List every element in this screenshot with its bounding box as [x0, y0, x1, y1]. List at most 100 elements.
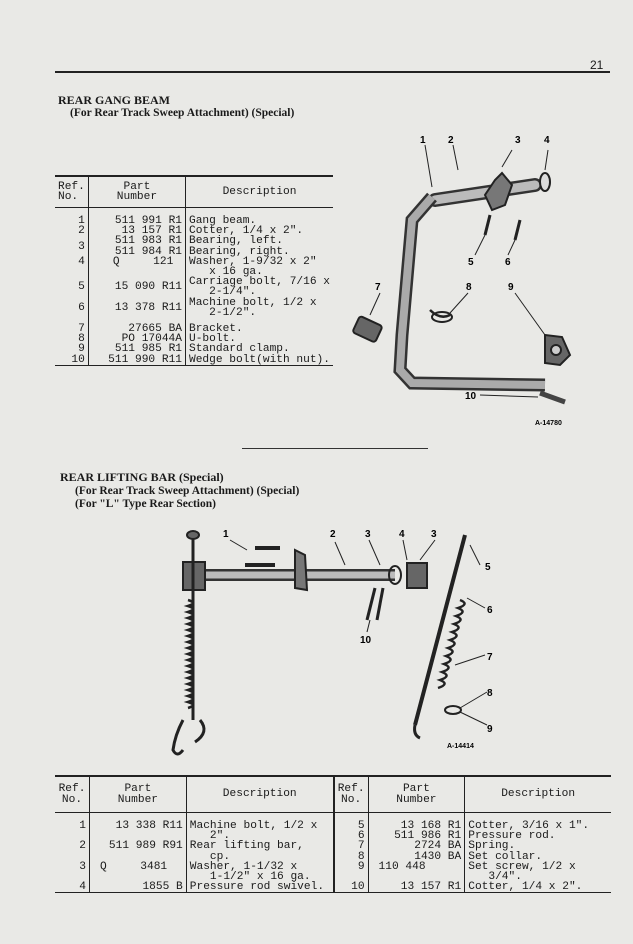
- cell-part: 15 090 R11: [88, 277, 187, 298]
- cell-part-right: 13 157 R1: [368, 882, 466, 894]
- cell-ref: 2: [55, 841, 90, 862]
- cell-part: 511 991 R1: [88, 207, 187, 227]
- callout-8: 8: [487, 688, 493, 699]
- header-description: Description: [185, 176, 333, 208]
- table-row: 4 1855 B Pressure rod swivel. 10 13 157 …: [55, 882, 611, 894]
- cell-part: Q 3481: [89, 861, 187, 883]
- callout-5: 5: [485, 562, 491, 573]
- callout-10: 10: [360, 635, 372, 646]
- header-description: Description: [186, 776, 335, 813]
- callout-9: 9: [487, 724, 493, 735]
- cell-ref: 8: [55, 334, 89, 345]
- cell-ref: 3: [55, 236, 89, 257]
- cell-desc-right: Cotter, 1/4 x 2".: [464, 882, 611, 894]
- cell-part: 1855 B: [89, 882, 187, 894]
- callout-4: 4: [399, 529, 405, 540]
- cell-part: 511 990 R11: [88, 354, 187, 366]
- cell-part-right: 110 448: [368, 861, 466, 883]
- table-body: 1 13 338 R11 Machine bolt, 1/2 x 2". 5 6…: [55, 812, 611, 894]
- callout-1: 1: [223, 529, 229, 540]
- cell-part: 13 378 R11: [88, 297, 187, 319]
- callout-2: 2: [448, 135, 454, 146]
- header-rule: [55, 71, 610, 73]
- callout-1: 1: [420, 135, 426, 146]
- cell-part: 27665 BA: [88, 318, 187, 335]
- callout-3: 3: [515, 135, 521, 146]
- cell-ref-right: 10: [333, 882, 369, 894]
- cell-desc: Rear lifting bar, cp.: [186, 841, 335, 862]
- header-ref-no-right: Ref. No.: [333, 776, 369, 813]
- cell-desc: Washer, 1-1/32 x 1-1/2" x 16 ga.: [186, 861, 335, 883]
- section1-title: REAR GANG BEAM: [58, 93, 171, 107]
- callout-8: 8: [466, 282, 472, 293]
- cell-desc: Washer, 1-9/32 x 2" x 16 ga.: [189, 255, 317, 279]
- header-part-number: Part Number: [89, 776, 187, 813]
- cell-ref: 10: [55, 354, 89, 366]
- cell-ref: 6: [55, 297, 89, 319]
- rear-lifting-bar-parts-table: Ref. No. Part Number Description Ref. No…: [55, 775, 611, 894]
- cell-part: 511 983 R1 511 984 R1: [88, 236, 187, 257]
- header-part-number: Part Number: [88, 176, 187, 208]
- cell-part: 13 157 R1: [88, 225, 187, 237]
- cell-desc: Standard clamp.: [189, 343, 290, 356]
- section2-subtitle-1: (For Rear Track Sweep Attachment) (Speci…: [75, 485, 300, 497]
- cell-part: PO 17044A: [88, 334, 187, 345]
- rear-gang-beam-illustration: 1 2 3 4 5 6 7 8 9 10 A-14780: [352, 135, 572, 427]
- callout-7: 7: [487, 652, 493, 663]
- cell-desc: Carriage bolt, 7/16 x 2-1/4".: [189, 276, 330, 299]
- cell-ref: 3: [55, 861, 90, 883]
- rear-lifting-bar-illustration: 1 2 3 4 3 5 6 7 8 9 10 A-14414: [171, 529, 493, 756]
- figure-code: A-14780: [535, 420, 562, 427]
- section-divider: [242, 448, 428, 449]
- cell-ref-right: 5 6: [333, 812, 369, 842]
- callout-5: 5: [468, 257, 474, 268]
- header-part-number-right: Part Number: [368, 776, 466, 813]
- cell-ref: 5: [55, 277, 89, 298]
- cell-part: 13 338 R11: [89, 812, 187, 842]
- callout-3b: 3: [431, 529, 437, 540]
- cell-desc: Pressure rod swivel.: [186, 882, 335, 894]
- section1-subtitle: (For Rear Track Sweep Attachment) (Speci…: [70, 107, 295, 119]
- cell-desc: Bracket.: [189, 323, 243, 336]
- table-row: 1 13 338 R11 Machine bolt, 1/2 x 2". 5 6…: [55, 812, 611, 843]
- cell-part-right: 2724 BA 1430 BA: [368, 841, 466, 862]
- section2-title: REAR LIFTING BAR (Special): [60, 470, 224, 484]
- figure-code: A-14414: [447, 743, 474, 750]
- cell-desc-right: Cotter, 3/16 x 1". Pressure rod.: [468, 820, 590, 843]
- cell-ref: 4: [55, 256, 89, 278]
- cell-ref: 4: [55, 882, 90, 894]
- cell-desc: Machine bolt, 1/2 x 2".: [186, 812, 335, 842]
- table-row: 3 Q 3481 Washer, 1-1/32 x 1-1/2" x 16 ga…: [55, 860, 611, 884]
- callout-6: 6: [487, 605, 493, 616]
- cell-ref-right: 9: [333, 861, 369, 883]
- cell-desc-right: Set screw, 1/2 x 3/4".: [468, 860, 576, 884]
- page-number: 21: [590, 58, 604, 72]
- cell-part: Q 121: [88, 256, 187, 278]
- cell-part: 511 985 R1: [88, 344, 187, 355]
- cell-ref: 1: [55, 207, 89, 227]
- callout-10: 10: [465, 391, 477, 402]
- cell-ref: 7: [55, 318, 89, 335]
- cell-desc: U-bolt.: [189, 333, 236, 346]
- cell-ref-right: 7 8: [333, 841, 369, 862]
- cell-desc: Machine bolt, 1/2 x 2-1/2".: [189, 296, 317, 319]
- header-ref-no: Ref. No.: [55, 776, 90, 813]
- cell-ref: 9: [55, 344, 89, 355]
- cell-part-right: 13 168 R1 511 986 R1: [368, 812, 466, 842]
- cell-ref: 1: [55, 812, 90, 842]
- callout-9: 9: [508, 282, 514, 293]
- cell-ref: 2: [55, 225, 89, 237]
- header-description-right: Description: [464, 776, 611, 813]
- callout-3: 3: [365, 529, 371, 540]
